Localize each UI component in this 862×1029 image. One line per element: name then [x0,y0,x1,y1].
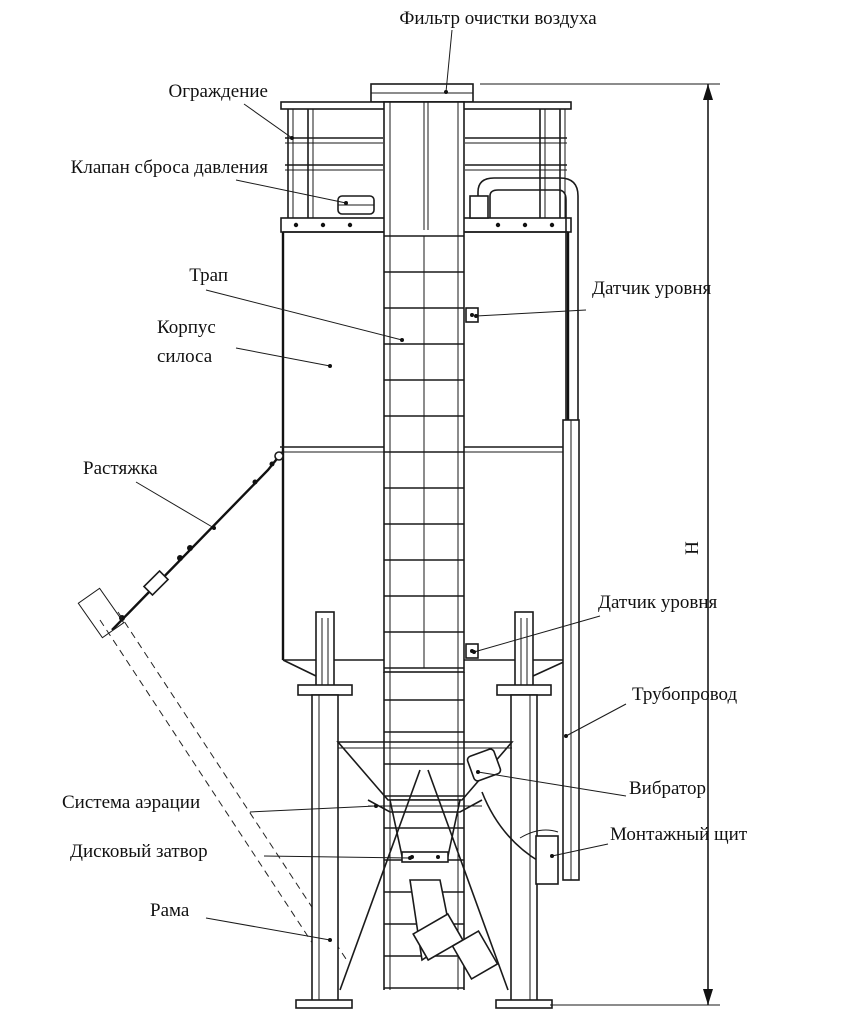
pressure-valve [337,195,375,215]
label-railing: Ограждение [169,81,268,102]
label-frame: Рама [150,900,190,921]
leader-dots [212,90,568,942]
label-silo-body-1: Корпус [157,317,216,338]
label-pressure-valve: Клапан сброса давления [71,157,269,178]
control-panel-mark [519,829,559,885]
label-disc-valve: Дисковый затвор [70,841,208,862]
leader-lines [135,29,627,941]
label-aeration-system: Система аэрации [62,792,200,813]
label-control-panel: Монтажный щит [610,824,748,845]
disc-valve-mark [401,851,499,981]
level-sensor-top-mark [465,307,479,323]
anchor-dashed [77,587,349,971]
label-guy-wire: Растяжка [83,458,158,479]
guy-wire [111,451,284,631]
label-ladder: Трап [189,265,228,286]
height-dim-label: H [682,541,703,555]
height-dimension [480,83,720,1006]
label-vibrator: Вибратор [629,778,706,799]
vibrator-mark [466,748,541,863]
label-level-sensor-top: Датчик уровня [592,278,712,299]
label-silo-body-2: силоса [157,346,213,367]
air-filter [370,83,474,103]
label-level-sensor-bottom: Датчик уровня [598,592,718,613]
top-pipe-elbow [469,177,579,420]
ladder [383,101,465,673]
pipeline-mark [562,419,580,881]
label-pipeline: Трубопровод [632,684,738,705]
aeration-system-mark [367,799,483,813]
label-air-filter: Фильтр очистки воздуха [399,8,597,29]
